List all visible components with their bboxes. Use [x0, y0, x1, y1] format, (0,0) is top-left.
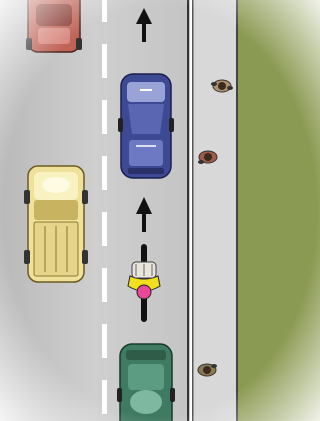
vignette-overlay	[0, 0, 320, 421]
street-scene	[0, 0, 320, 421]
street-illustration	[0, 0, 320, 421]
